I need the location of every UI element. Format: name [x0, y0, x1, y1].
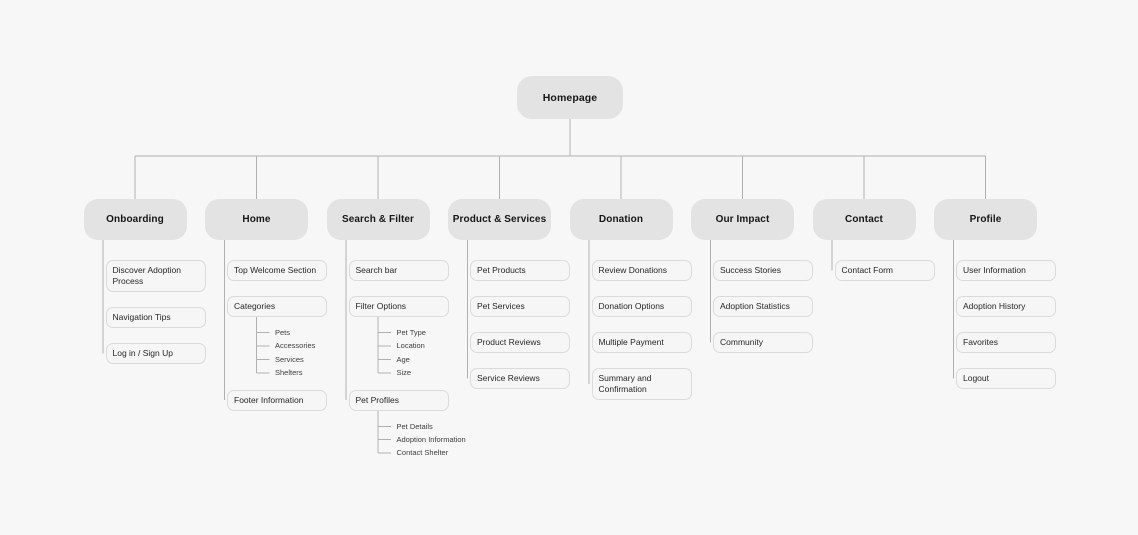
entry-top-welcome-section: Top Welcome Section: [227, 260, 327, 281]
entry-service-reviews: Service Reviews: [470, 368, 570, 389]
entry-pet-products: Pet Products: [470, 260, 570, 281]
entry-product-reviews: Product Reviews: [470, 332, 570, 353]
node-product-services[interactable]: Product & Services: [448, 199, 551, 240]
child-discover-adoption-process[interactable]: Discover Adoption Process: [105, 260, 206, 292]
child-favorites[interactable]: Favorites: [956, 332, 1056, 353]
children-contact: Contact Form: [834, 260, 935, 281]
child-service-reviews[interactable]: Service Reviews: [470, 368, 570, 389]
child-categories[interactable]: Categories: [227, 296, 327, 317]
child-navigation-tips[interactable]: Navigation Tips: [105, 307, 206, 328]
child-filter-options[interactable]: Filter Options: [348, 296, 449, 317]
subitem-pet-type[interactable]: Pet Type: [396, 328, 426, 337]
child-logout[interactable]: Logout: [956, 368, 1056, 389]
child-adoption-statistics[interactable]: Adoption Statistics: [713, 296, 813, 317]
entry-summary-and-confirmation: Summary and Confirmation: [591, 368, 692, 400]
child-product-reviews[interactable]: Product Reviews: [470, 332, 570, 353]
node-home[interactable]: Home: [205, 199, 308, 240]
entry-multiple-payment: Multiple Payment: [591, 332, 692, 353]
child-log-in-sign-up[interactable]: Log in / Sign Up: [105, 343, 206, 364]
node-donation[interactable]: Donation: [569, 199, 673, 240]
subitem-contact-shelter[interactable]: Contact Shelter: [396, 448, 449, 458]
entry-success-stories: Success Stories: [713, 260, 813, 281]
entry-contact-form: Contact Form: [834, 260, 935, 281]
child-pet-services[interactable]: Pet Services: [470, 296, 570, 317]
subitem-age[interactable]: Age: [396, 354, 410, 364]
subitem-pets[interactable]: Pets: [275, 328, 291, 337]
entry-log-in-sign-up: Log in / Sign Up: [105, 343, 206, 364]
child-adoption-history[interactable]: Adoption History: [956, 296, 1056, 317]
child-multiple-payment[interactable]: Multiple Payment: [591, 332, 692, 353]
child-top-welcome-section[interactable]: Top Welcome Section: [227, 260, 327, 281]
node-our-impact[interactable]: Our Impact: [691, 199, 794, 240]
subitem-services[interactable]: Services: [275, 354, 304, 364]
entry-logout: Logout: [956, 368, 1056, 389]
entry-search-bar: Search bar: [348, 260, 449, 281]
entry-community: Community: [713, 332, 813, 353]
node-profile[interactable]: Profile: [934, 199, 1037, 240]
node-homepage[interactable]: Homepage: [517, 76, 623, 119]
subitem-size[interactable]: Size: [396, 368, 412, 378]
entry-footer-information: Footer Information: [227, 389, 327, 411]
subitem-shelters[interactable]: Shelters: [275, 368, 303, 378]
subitem-adoption-information[interactable]: Adoption Information: [396, 434, 466, 444]
entry-pet-services: Pet Services: [470, 296, 570, 317]
entry-navigation-tips: Navigation Tips: [105, 307, 206, 328]
entry-review-donations: Review Donations: [591, 260, 692, 281]
child-contact-form[interactable]: Contact Form: [834, 260, 935, 281]
child-pet-products[interactable]: Pet Products: [470, 260, 570, 281]
child-success-stories[interactable]: Success Stories: [713, 260, 813, 281]
child-search-bar[interactable]: Search bar: [348, 260, 449, 281]
child-footer-information[interactable]: Footer Information: [227, 389, 327, 411]
child-summary-and-confirmation[interactable]: Summary and Confirmation: [591, 368, 692, 400]
node-contact[interactable]: Contact: [812, 199, 916, 240]
subitem-pet-details[interactable]: Pet Details: [396, 421, 433, 431]
entry-favorites: Favorites: [956, 332, 1056, 353]
subitem-accessories[interactable]: Accessories: [275, 341, 316, 351]
node-onboarding[interactable]: Onboarding: [83, 199, 187, 240]
entry-user-information: User Information: [956, 260, 1056, 281]
entry-donation-options: Donation Options: [591, 296, 692, 317]
child-pet-profiles[interactable]: Pet Profiles: [348, 389, 449, 411]
entry-discover-adoption-process: Discover Adoption Process: [105, 260, 206, 292]
child-donation-options[interactable]: Donation Options: [591, 296, 692, 317]
child-review-donations[interactable]: Review Donations: [591, 260, 692, 281]
child-user-information[interactable]: User Information: [956, 260, 1056, 281]
child-community[interactable]: Community: [713, 332, 813, 353]
subitem-location[interactable]: Location: [396, 341, 425, 351]
entry-adoption-history: Adoption History: [956, 296, 1056, 317]
entry-adoption-statistics: Adoption Statistics: [713, 296, 813, 317]
node-search-filter[interactable]: Search & Filter: [326, 199, 430, 240]
